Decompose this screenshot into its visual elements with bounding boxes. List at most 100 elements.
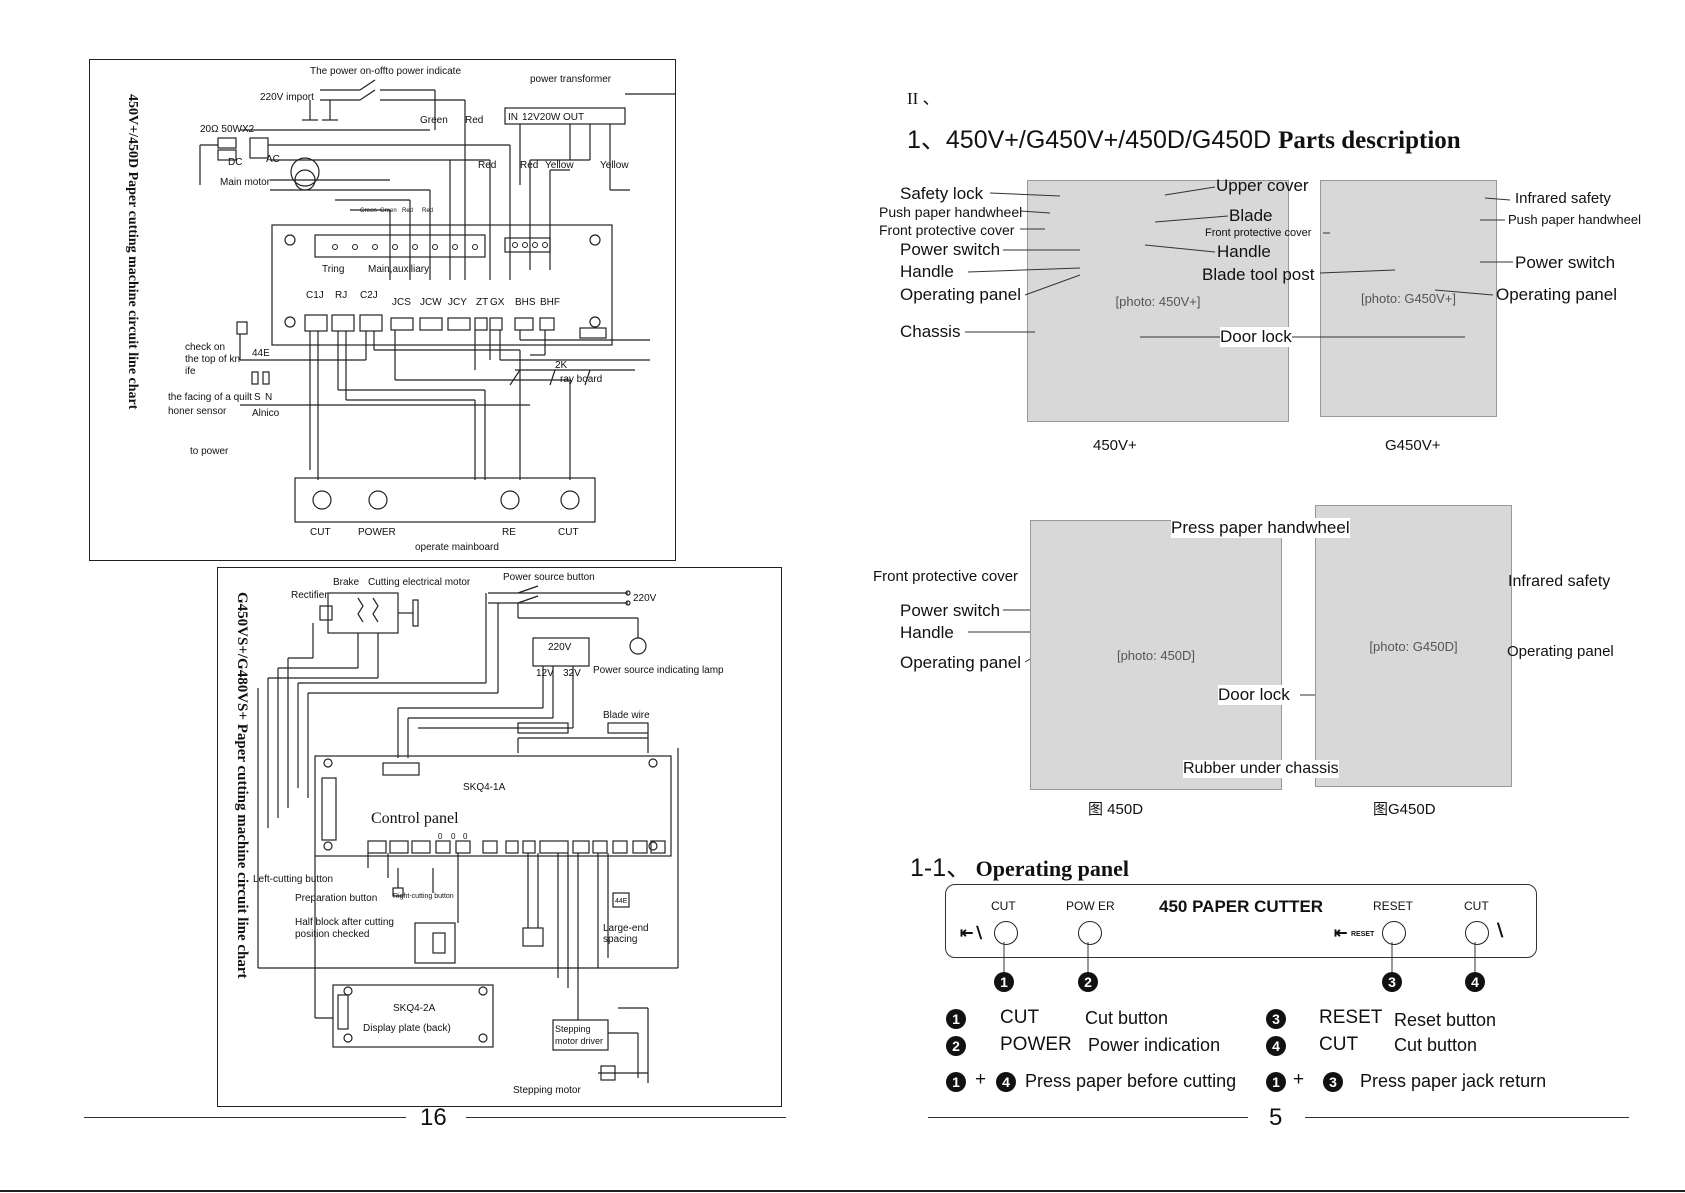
cut-button-right[interactable] xyxy=(1465,921,1489,945)
label-chassis: Chassis xyxy=(900,322,961,341)
legend-4-desc: Cut button xyxy=(1394,1035,1478,1055)
combo-1-desc: Press paper before cutting xyxy=(1025,1071,1237,1091)
heading1-prefix: 1、450V+/G450V+/450D/G450D xyxy=(907,126,1272,154)
label-front-cover-row2: Front protective cover xyxy=(873,568,1019,585)
label-push-paper-handwheel-left: Push paper handwheel xyxy=(879,204,1023,220)
heading2-suffix: Operating panel xyxy=(975,856,1129,881)
d1-label-power-onoff: The power on-offto power indicate xyxy=(310,66,461,77)
d1-label-jcw: JCW xyxy=(420,297,442,308)
d1-label-dc: DC xyxy=(228,157,242,168)
d1-label-re: RE xyxy=(502,527,516,538)
d1-label-c1j: C1J xyxy=(306,290,324,301)
cut-button-left[interactable] xyxy=(994,921,1018,945)
d1-label-alnico: Alnico xyxy=(252,408,280,419)
d1-label-cut1: CUT xyxy=(310,527,331,538)
d1-label-check-on: check on xyxy=(185,342,225,353)
right-footer-rule-left xyxy=(928,1117,1248,1118)
diagram2-lines: Brake Cutting electrical motor Rectifier… xyxy=(253,572,724,1096)
legend-1-num: 1 xyxy=(946,1009,966,1029)
d1-label-12v: 12V20W xyxy=(522,112,561,123)
d1-label-transformer: power transformer xyxy=(530,74,612,85)
label-operating-panel-left: Operating panel xyxy=(900,285,1021,304)
combo-1-plus: + xyxy=(975,1069,987,1090)
combo-2-b: 3 xyxy=(1323,1072,1343,1092)
circuit-diagram-g450vs: G450VS+/G480VS+ Paper cutting machine ci… xyxy=(217,567,782,1107)
d2-label-display-plate: Display plate (back) xyxy=(363,1023,451,1034)
label-blade: Blade xyxy=(1229,206,1273,225)
heading2-prefix: 1-1、 xyxy=(910,854,972,882)
d1-label-zt: ZT xyxy=(476,297,488,308)
legend-4-num: 4 xyxy=(1266,1036,1286,1056)
legend-2-desc: Power indication xyxy=(1088,1035,1221,1055)
caption-g450v-plus: G450V+ xyxy=(1385,437,1441,454)
d2-label-220v-b: 220V xyxy=(548,642,572,653)
d2-label-left-cutting: Left-cutting button xyxy=(253,874,333,885)
left-page-number: 16 xyxy=(420,1104,447,1131)
d1-label-res: 20Ω 50WX2 xyxy=(200,124,255,135)
label-infrared-safety-row1: Infrared safety xyxy=(1515,190,1611,207)
d1-label-green-small2: Green xyxy=(380,208,397,214)
d1-label-green-small1: Green xyxy=(360,208,377,214)
d2-label-large-end: Large-end xyxy=(603,923,649,934)
d2-label-stepping-driver1: Stepping xyxy=(555,1024,591,1034)
operating-panel-heading: 1-1、 Operating panel xyxy=(910,848,1129,884)
badge-1: 1 xyxy=(994,972,1014,992)
combo-2-a: 1 xyxy=(1266,1072,1286,1092)
diagram1-lines: The power on-offto power indicate 220V i… xyxy=(168,66,675,553)
d2-label-220v: 220V xyxy=(633,593,657,604)
d1-label-cut2: CUT xyxy=(558,527,579,538)
label-door-lock-row2: Door lock xyxy=(1218,685,1290,705)
reset-button[interactable] xyxy=(1382,921,1406,945)
label-safety-lock: Safety lock xyxy=(900,184,984,203)
label-push-paper-handwheel-right: Push paper handwheel xyxy=(1508,212,1641,227)
label-infrared-safety-row2: Infrared safety xyxy=(1508,573,1611,590)
parts-description-heading: 1、450V+/G450V+/450D/G450D Parts descript… xyxy=(907,120,1461,156)
label-handle-center: Handle xyxy=(1217,242,1271,261)
d1-label-main-motor: Main motor xyxy=(220,177,271,188)
legend-4-key: CUT xyxy=(1319,1034,1359,1055)
paper-press-icon-left: ⇤∖ xyxy=(960,925,984,942)
d2-label-rectifier: Rectifier xyxy=(291,590,328,601)
legend-3-key: RESET xyxy=(1319,1007,1383,1028)
bottom-edge-rule xyxy=(0,1190,1685,1192)
d1-label-gx: GX xyxy=(490,297,505,308)
combo-1-b: 4 xyxy=(996,1072,1016,1092)
d1-label-in: IN xyxy=(508,112,518,123)
badge-3: 3 xyxy=(1382,972,1402,992)
power-indicator[interactable] xyxy=(1078,921,1102,945)
d1-label-ray-board: ray board xyxy=(560,374,602,385)
photo-g450d: [photo: G450D] xyxy=(1315,505,1512,787)
d1-label-ife: ife xyxy=(185,366,196,377)
combo-2-plus: + xyxy=(1293,1069,1305,1090)
label-operating-panel-row2: Operating panel xyxy=(900,653,1021,672)
d2-label-12v: 12V xyxy=(536,668,554,679)
d1-label-operate-mainboard: operate mainboard xyxy=(415,542,499,553)
combo-2-desc: Press paper jack return xyxy=(1360,1071,1547,1091)
d1-label-2k: 2K xyxy=(555,360,568,371)
d2-label-blade-wire: Blade wire xyxy=(603,710,650,721)
label-upper-cover: Upper cover xyxy=(1216,176,1309,195)
d2-label-32v: 32V xyxy=(563,668,581,679)
d1-label-red1: Red xyxy=(465,115,483,126)
d1-label-green: Green xyxy=(420,115,448,126)
right-footer-rule-right xyxy=(1305,1117,1629,1118)
photo-450d: [photo: 450D] xyxy=(1030,520,1282,790)
d2-label-cutting-motor: Cutting electrical motor xyxy=(368,577,471,588)
d1-label-s: S xyxy=(254,392,261,403)
legend-2-key: POWER xyxy=(1000,1034,1072,1055)
legend-2-num: 2 xyxy=(946,1036,966,1056)
d1-label-main-aux: Main,auxiliary xyxy=(368,264,429,275)
reset-icon: ⇤ xyxy=(1334,925,1348,942)
operating-panel-illustration: CUT POW ER 450 PAPER CUTTER RESET CUT ⇤∖… xyxy=(945,884,1537,958)
label-power-switch-row2: Power switch xyxy=(900,601,1001,620)
right-page-number: 5 xyxy=(1269,1104,1283,1131)
caption-450v-plus: 450V+ xyxy=(1093,437,1137,454)
label-power-switch-right: Power switch xyxy=(1515,253,1616,272)
d2-label-position-checked: position checked xyxy=(295,929,370,940)
d2-label-skq41a: SKQ4-1A xyxy=(463,782,506,793)
d2-label-stepping-driver2: motor driver xyxy=(555,1036,603,1046)
d1-label-yellow2: Yellow xyxy=(600,160,629,171)
photo-g450v-plus: [photo: G450V+] xyxy=(1320,180,1497,417)
d1-label-top-of-kn: the top of kn xyxy=(185,354,240,365)
d2-label-zero2: 0 xyxy=(463,832,468,841)
